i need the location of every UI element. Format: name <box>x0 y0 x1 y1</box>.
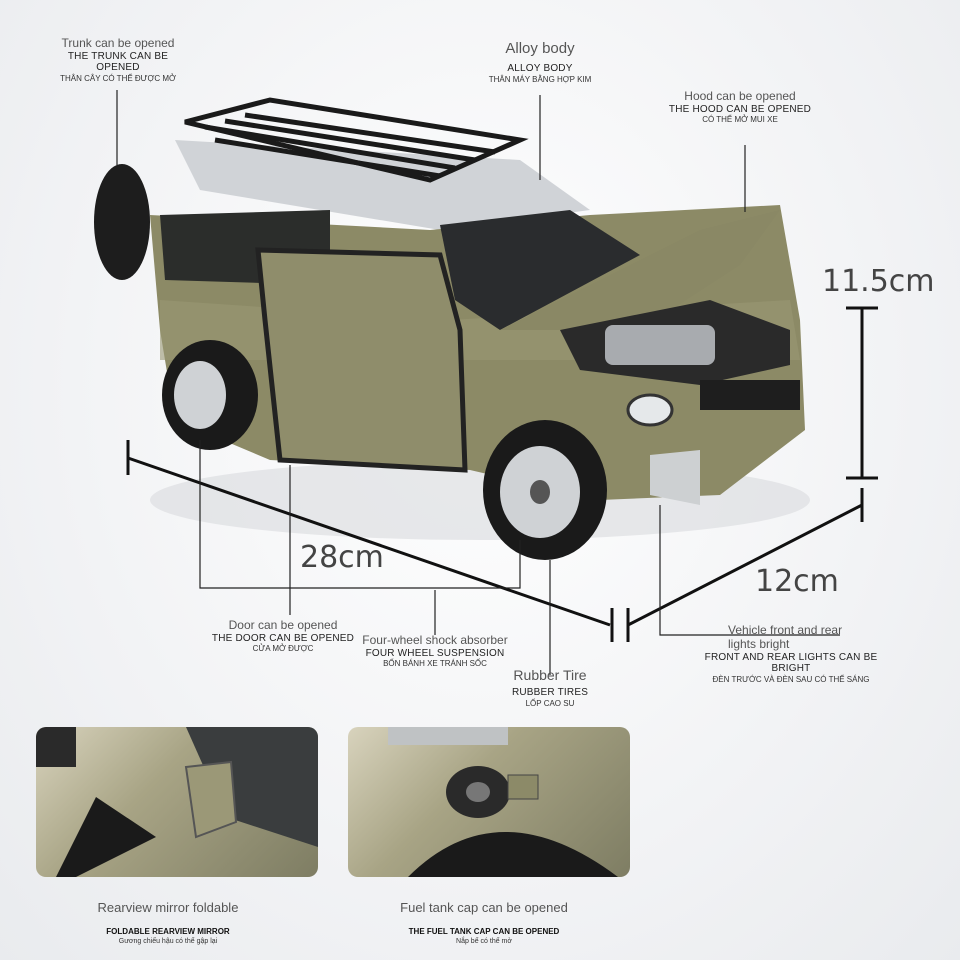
mirror-icon <box>184 760 238 839</box>
length-dimension: 28cm <box>300 540 384 575</box>
fuel-cap-caption-caps: THE FUEL TANK CAP CAN BE OPENED <box>408 927 560 936</box>
tire-label-caps: RUBBER TIRES <box>511 687 589 699</box>
hood-label-en: Hood can be opened <box>684 89 796 103</box>
mirror-detail-svg <box>36 727 318 877</box>
alloy-label-en: Alloy body <box>505 40 575 57</box>
trunk-label-vi: THÂN CÂY CÓ THỂ ĐƯỢC MỞ <box>60 73 176 83</box>
mirror-caption: Rearview mirror foldable FOLDABLE REARVI… <box>27 900 309 945</box>
dimension-lines <box>126 306 878 642</box>
tire-label-en: Rubber Tire <box>513 667 587 683</box>
trunk-label-caps: THE TRUNK CAN BE OPENED <box>67 50 169 74</box>
height-dimension: 11.5cm <box>822 264 935 299</box>
shock-label-vi: BỐN BÁNH XE TRÁNH SỐC <box>383 659 487 669</box>
alloy-label: Alloy body ALLOY BODY THÂN MÁY BẰNG HỢP … <box>470 40 610 84</box>
fuel-cap-detail-photo <box>348 727 630 877</box>
lights-label-caps: FRONT AND REAR LIGHTS CAN BE BRIGHT <box>704 651 878 675</box>
hood-label-caps: THE HOOD CAN BE OPENED <box>668 103 812 115</box>
mirror-caption-caps: FOLDABLE REARVIEW MIRROR <box>106 927 230 936</box>
front-wheel <box>483 420 607 560</box>
open-door <box>255 247 468 473</box>
fuel-cap-caption-en: Fuel tank cap can be opened <box>400 900 568 915</box>
lights-label: Vehicle front and rear lights bright FRO… <box>686 623 896 684</box>
open-hood <box>500 210 780 330</box>
tire-label-vi: LỐP CAO SU <box>525 698 575 708</box>
leader-lines <box>116 90 840 675</box>
door-label-vi: CỬA MỞ ĐƯỢC <box>252 644 314 654</box>
mirror-caption-vi: Gương chiếu hậu có thể gập lại <box>118 938 218 945</box>
width-dimension: 12cm <box>755 564 839 599</box>
roof-rack <box>184 97 529 183</box>
lights-label-en: Vehicle front and rear lights bright <box>728 623 843 651</box>
headlight <box>626 393 674 427</box>
hood-label: Hood can be opened THE HOOD CAN BE OPENE… <box>665 89 815 125</box>
door-label: Door can be opened THE DOOR CAN BE OPENE… <box>208 618 358 654</box>
alloy-label-caps: ALLOY BODY <box>507 63 573 75</box>
fuel-cap-detail-svg <box>388 727 618 877</box>
hood-label-vi: CÓ THỂ MỞ MUI XE <box>702 115 778 125</box>
mirror-caption-en: Rearview mirror foldable <box>97 900 239 915</box>
fuel-cap-caption-vi: Nắp bể có thể mở <box>456 938 512 945</box>
mirror-detail-photo <box>36 727 318 877</box>
door-label-caps: THE DOOR CAN BE OPENED <box>211 632 355 644</box>
tire-label: Rubber Tire RUBBER TIRES LỐP CAO SU <box>490 667 610 708</box>
rear-wheel <box>162 340 258 450</box>
shock-label-en: Four-wheel shock absorber <box>362 633 508 647</box>
trunk-label: Trunk can be opened THE TRUNK CAN BE OPE… <box>48 36 188 83</box>
lights-label-vi: ĐÈN TRƯỚC VÀ ĐÈN SAU CÓ THỂ SÁNG <box>712 674 870 684</box>
spare-wheel <box>94 164 150 280</box>
door-label-en: Door can be opened <box>228 618 338 632</box>
alloy-label-vi: THÂN MÁY BẰNG HỢP KIM <box>488 74 592 84</box>
shock-label: Four-wheel shock absorber FOUR WHEEL SUS… <box>360 633 510 669</box>
fuel-cap-caption: Fuel tank cap can be opened THE FUEL TAN… <box>343 900 625 945</box>
shock-label-caps: FOUR WHEEL SUSPENSION <box>365 647 505 659</box>
trunk-label-en: Trunk can be opened <box>61 36 175 50</box>
